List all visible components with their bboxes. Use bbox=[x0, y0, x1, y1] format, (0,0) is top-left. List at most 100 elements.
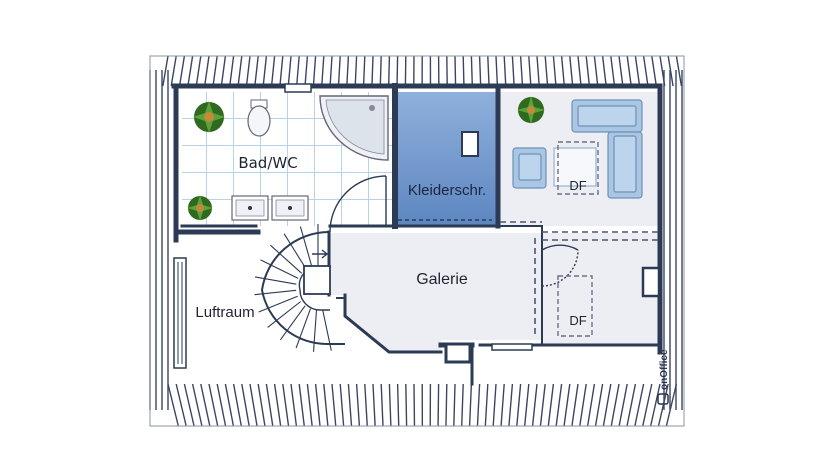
roof-slat bbox=[371, 55, 374, 87]
roof-slat bbox=[454, 55, 457, 87]
roof-slat bbox=[601, 55, 607, 87]
gallery-floor bbox=[329, 233, 658, 352]
slope-lines bbox=[500, 221, 658, 338]
roof-slat bbox=[331, 383, 337, 427]
void-floor bbox=[182, 232, 330, 384]
roof-slat bbox=[304, 55, 309, 87]
roof-slat bbox=[544, 55, 549, 87]
roof-slat bbox=[257, 383, 266, 427]
roof-slat bbox=[594, 383, 604, 427]
roof-slat bbox=[321, 55, 325, 87]
label-skylight-upper: DF bbox=[569, 178, 586, 193]
roof-slat bbox=[314, 383, 321, 427]
roof-slat bbox=[470, 55, 474, 87]
stair-tread bbox=[254, 276, 297, 285]
roof-slat bbox=[346, 55, 350, 87]
roof-slat bbox=[162, 55, 169, 87]
roof-slat bbox=[200, 383, 211, 427]
roof-slat bbox=[492, 383, 497, 427]
roof-slat bbox=[649, 383, 661, 427]
stair-tread bbox=[258, 295, 298, 313]
roof-slat bbox=[511, 55, 515, 87]
skylight-upper bbox=[557, 141, 599, 195]
stair-tread bbox=[260, 259, 299, 279]
roof-slat bbox=[610, 55, 616, 87]
label-wardrobe: Kleiderschr. bbox=[408, 182, 486, 199]
column bbox=[444, 342, 472, 364]
roof-slat bbox=[396, 55, 399, 87]
roof-slat bbox=[626, 55, 632, 87]
roof-slat bbox=[634, 55, 641, 87]
roof-slat bbox=[262, 55, 268, 87]
roof-slat bbox=[478, 55, 482, 87]
roof-slat bbox=[295, 55, 300, 87]
roof-slat bbox=[354, 55, 358, 87]
walls bbox=[171, 83, 663, 386]
roof-slat bbox=[536, 55, 540, 87]
roof-slat bbox=[610, 383, 620, 427]
shower-tray-icon bbox=[319, 95, 389, 161]
roof-slat bbox=[487, 55, 490, 87]
roof-slat bbox=[579, 383, 587, 427]
roof-slat bbox=[337, 55, 341, 87]
roof-slat bbox=[203, 55, 210, 87]
roof-slat bbox=[500, 383, 505, 427]
roof-slat bbox=[569, 55, 574, 87]
stair-tread bbox=[312, 309, 318, 352]
roof-slat bbox=[586, 383, 596, 427]
label-void: Luftraum bbox=[195, 304, 254, 321]
roof-slat bbox=[665, 383, 678, 427]
roof-slat bbox=[503, 55, 507, 87]
onoffice-logo-icon: onOffice bbox=[657, 349, 670, 405]
roof-slat bbox=[167, 383, 179, 427]
roof-slat bbox=[602, 383, 612, 427]
stair-tread bbox=[279, 305, 306, 341]
roof-slat bbox=[563, 383, 571, 427]
roof-slat bbox=[232, 383, 242, 427]
roof-slat bbox=[298, 383, 305, 427]
roof-slat bbox=[229, 55, 235, 87]
stair-tread bbox=[295, 308, 312, 349]
window-left-void bbox=[173, 257, 187, 369]
roof-slat bbox=[618, 55, 624, 87]
roof-slat bbox=[462, 55, 465, 87]
roof-slat bbox=[380, 383, 384, 427]
stair-tread bbox=[254, 289, 297, 296]
roof-slat bbox=[445, 383, 448, 427]
roof-slat bbox=[555, 383, 563, 427]
roof-slat bbox=[241, 383, 250, 427]
roof-slat bbox=[265, 383, 274, 427]
washbasin-icon bbox=[231, 195, 309, 221]
stair-tread bbox=[270, 244, 303, 274]
roof-slat bbox=[387, 55, 391, 87]
roof-slat bbox=[355, 383, 361, 427]
stair-tread bbox=[283, 233, 307, 270]
roof-slat bbox=[642, 383, 653, 427]
roof-slat bbox=[552, 55, 557, 87]
roof-slat bbox=[453, 383, 456, 427]
stair-tread bbox=[267, 301, 302, 328]
roof-slat bbox=[290, 383, 298, 427]
roof-slat bbox=[539, 383, 546, 427]
roof-slat bbox=[279, 55, 284, 87]
roof-slat bbox=[306, 383, 313, 427]
roof-slat bbox=[273, 383, 282, 427]
roof-slat bbox=[593, 55, 599, 87]
sofa-icon bbox=[571, 99, 643, 199]
roof-slat bbox=[170, 55, 177, 87]
roof-slat bbox=[329, 55, 333, 87]
roof-slat bbox=[347, 383, 353, 427]
roof-slat bbox=[282, 383, 290, 427]
roof-slat bbox=[208, 383, 219, 427]
stair-tread bbox=[299, 226, 313, 268]
roof-slat bbox=[312, 55, 317, 87]
roof-slat bbox=[618, 383, 628, 427]
roof-slat bbox=[508, 383, 514, 427]
roof-slat bbox=[216, 383, 227, 427]
plant-icon bbox=[517, 96, 545, 124]
roof-slat bbox=[571, 383, 579, 427]
roof-slat bbox=[220, 55, 227, 87]
armchair-icon bbox=[512, 147, 547, 189]
brand-text: onOffice bbox=[659, 349, 670, 390]
